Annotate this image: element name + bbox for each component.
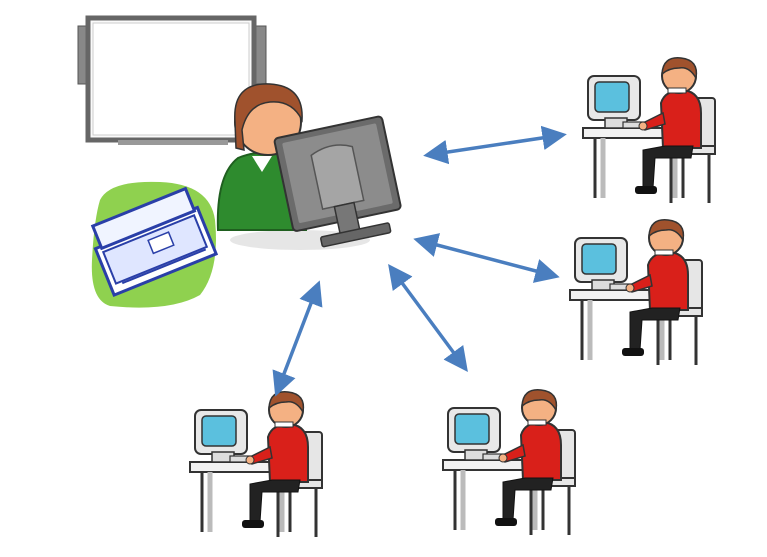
network-links	[272, 125, 567, 397]
student-computer-icon	[190, 392, 322, 537]
student-top-right	[583, 58, 715, 203]
student-bottom-middle	[443, 390, 575, 535]
link-teacher-student-bottom-left	[272, 280, 323, 397]
link-teacher-student-top-right	[423, 125, 567, 165]
student-computer-icon	[443, 390, 575, 535]
link-teacher-student-bottom-middle	[388, 264, 468, 372]
teacher-with-monitor-icon	[216, 83, 402, 250]
student-bottom-left	[190, 392, 322, 537]
link-teacher-student-middle-right	[413, 233, 560, 283]
interactive-whiteboard-icon	[77, 15, 267, 145]
student-middle-right	[570, 220, 702, 365]
scanner-icon	[90, 181, 219, 308]
student-computer-icon	[570, 220, 702, 365]
student-computer-icon	[583, 58, 715, 203]
